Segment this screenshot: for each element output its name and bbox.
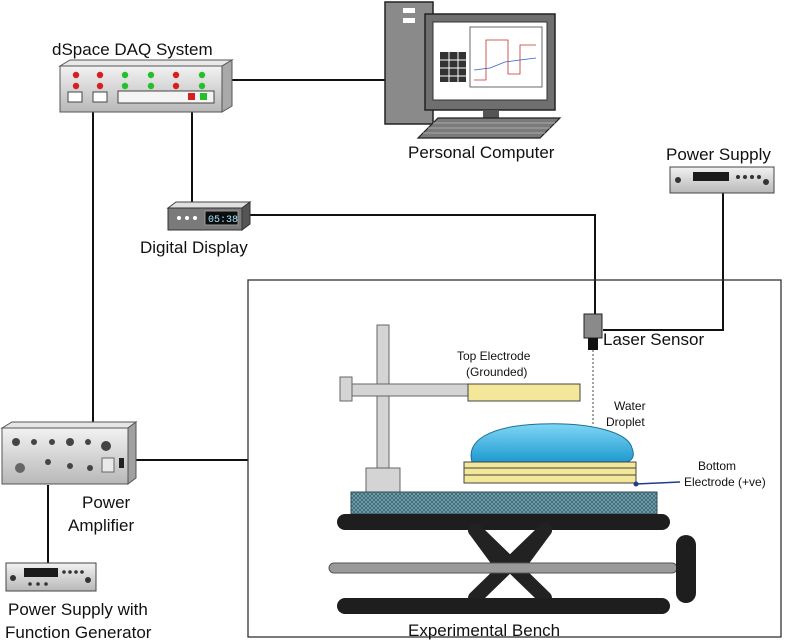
screen-graph [469,26,543,88]
water-label-2: Droplet [606,415,645,429]
power-amplifier: Power Amplifier [0,421,138,535]
bottom-electrode [463,461,637,484]
stand-base [365,467,401,493]
stand-clamp [339,376,353,402]
base-block [350,491,658,515]
bench-label: Experimental Bench [408,621,560,640]
wire-display-laser [250,214,596,315]
amp-switch [101,457,115,473]
tower-drive-1 [403,8,415,13]
psfg-label-2: Function Generator [5,623,152,642]
daq-led-row-2 [72,82,206,90]
display-screen [204,210,239,226]
fg-knobs [10,570,91,586]
display-readout: 05:38 [208,215,238,226]
monitor-stand [483,110,499,120]
fg-screen [24,568,58,577]
amp-indicator [119,458,124,468]
water-label-1: Water [614,399,646,413]
jack-handle [676,535,696,603]
jack-top-plate [337,514,670,530]
wire-powersupply-laser [603,193,724,331]
top-electrode [467,383,581,402]
wires [47,79,724,565]
power-supply: Power Supply [666,145,775,194]
psfg-label-1: Power Supply with [8,600,148,619]
daq-top-face [58,59,234,67]
daq-connector-2 [92,91,108,103]
laser-sensor-head [588,338,598,350]
digital-display: 05:38 Digital Display [140,201,252,257]
display-buttons [177,216,197,220]
laser-sensor: Laser Sensor [583,313,704,424]
keyboard-keys [423,122,555,134]
electrode-layer [463,467,637,476]
daq-led-row-1 [72,71,206,79]
digital-display-label: Digital Display [140,238,248,257]
jack-screw [328,535,696,603]
daq-panel [117,90,215,104]
power-supply-label: Power Supply [666,145,771,164]
substrate-layer [463,474,637,484]
daq-connector-1 [67,91,83,103]
water-droplet [470,423,634,463]
daq-button-green [200,93,207,100]
laser-sensor-label: Laser Sensor [603,330,704,349]
bottom-electrode-label-2: Electrode (+ve) [684,475,766,489]
stand-arm [351,383,471,397]
top-electrode-label-1: Top Electrode [457,349,531,363]
daq-side-face [221,59,233,113]
amp-body [1,427,129,485]
function-generator: Power Supply with Function Generator [5,562,152,642]
power-supply-screen [693,172,729,181]
daq-button-red [188,93,195,100]
electrode-stand [339,324,471,493]
personal-computer: Personal Computer [384,1,562,162]
dielectric-layer [463,461,637,469]
computer-label: Personal Computer [408,143,555,162]
bottom-electrode-label-1: Bottom [698,459,736,473]
power-amp-label-2: Amplifier [68,516,134,535]
power-amp-label-1: Power [82,493,131,512]
display-side-face [241,201,251,231]
tower-drive-2 [403,18,415,23]
top-electrode-label-2: (Grounded) [466,365,527,379]
screen-table [440,52,466,82]
amp-knobs [12,438,111,473]
laser-sensor-body [583,313,603,339]
amp-side-face [127,421,137,485]
jack-bottom-plate [337,598,670,614]
daq-label: dSpace DAQ System [52,40,213,59]
display-top-face [166,201,252,209]
power-supply-knobs [675,175,769,185]
daq-system: dSpace DAQ System [52,40,234,113]
daq-body [59,65,223,113]
bench-enclosure [247,279,782,638]
amp-top-face [0,421,138,429]
bottom-electrode-pointer [633,481,681,487]
